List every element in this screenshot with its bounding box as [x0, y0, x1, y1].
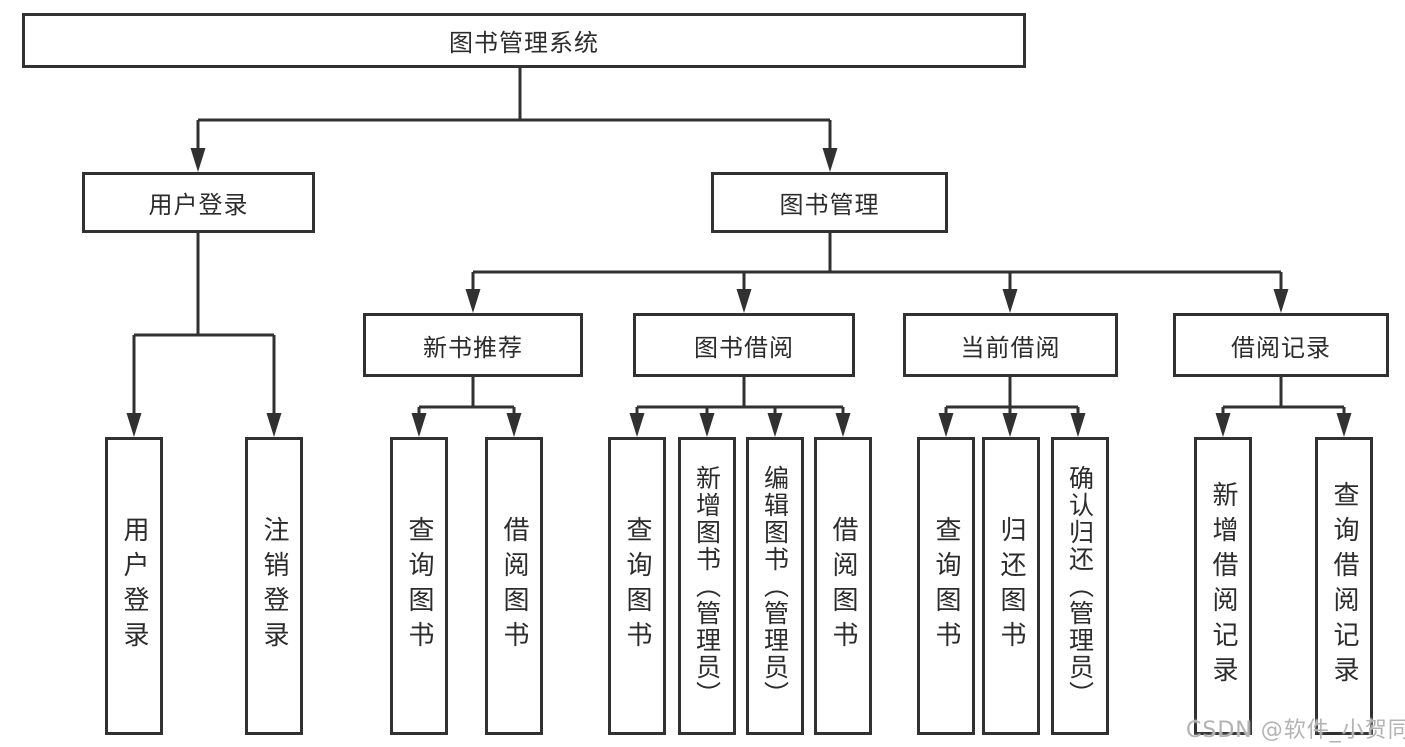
leaf-edit-book-admin-label: 编辑图书（管理员） [760, 464, 790, 708]
node-current-borrowing-label: 当前借阅 [960, 333, 1061, 362]
leaf-logout: 注销登录 [245, 437, 303, 735]
leaf-borrow-books-recommend-label: 借阅图书 [499, 516, 529, 656]
csdn-watermark: CSDN @软件_小贺同学 [1186, 718, 1405, 743]
node-user-login: 用户登录 [82, 172, 315, 233]
leaf-query-books-recommend-label: 查询图书 [404, 516, 434, 656]
leaf-confirm-return-admin-label: 确认归还（管理员） [1065, 464, 1095, 708]
node-user-login-label: 用户登录 [148, 191, 249, 219]
node-book-management-label: 图书管理 [779, 191, 880, 219]
node-library-system-label: 图书管理系统 [449, 29, 599, 57]
leaf-query-borrow-record: 查询借阅记录 [1315, 437, 1373, 735]
node-new-book-recommend-label: 新书推荐 [423, 333, 523, 362]
node-new-book-recommend: 新书推荐 [363, 313, 583, 377]
leaf-query-books-current: 查询图书 [917, 437, 975, 735]
arrowhead-icons [126, 148, 1352, 437]
leaf-query-books-current-label: 查询图书 [931, 516, 961, 656]
node-borrowing-records: 借阅记录 [1173, 313, 1389, 377]
leaf-add-book-admin-label: 新增图书（管理员） [692, 464, 722, 708]
leaf-query-books-recommend: 查询图书 [390, 437, 448, 735]
leaf-user-login-label: 用户登录 [119, 516, 149, 656]
leaf-edit-book-admin: 编辑图书（管理员） [746, 437, 804, 735]
leaf-confirm-return-admin: 确认归还（管理员） [1051, 437, 1109, 735]
leaf-user-login: 用户登录 [105, 437, 163, 735]
leaf-logout-label: 注销登录 [259, 516, 289, 656]
leaf-query-borrow-record-label: 查询借阅记录 [1329, 481, 1359, 691]
leaf-return-book: 归还图书 [982, 437, 1040, 735]
leaf-add-borrow-record-label: 新增借阅记录 [1208, 481, 1238, 691]
node-book-management: 图书管理 [711, 172, 948, 233]
leaf-query-books-borrowing-label: 查询图书 [622, 516, 652, 656]
leaf-add-book-admin: 新增图书（管理员） [678, 437, 736, 735]
node-book-borrowing-label: 图书借阅 [694, 333, 794, 362]
node-current-borrowing: 当前借阅 [903, 313, 1118, 377]
leaf-query-books-borrowing: 查询图书 [608, 437, 666, 735]
leaf-add-borrow-record: 新增借阅记录 [1194, 437, 1252, 735]
leaf-borrow-books-borrowing-label: 借阅图书 [828, 516, 858, 656]
node-book-borrowing: 图书借阅 [633, 313, 855, 377]
leaf-return-book-label: 归还图书 [996, 516, 1026, 656]
leaf-borrow-books-borrowing: 借阅图书 [814, 437, 872, 735]
node-library-system: 图书管理系统 [22, 13, 1026, 68]
leaf-borrow-books-recommend: 借阅图书 [485, 437, 543, 735]
node-borrowing-records-label: 借阅记录 [1231, 333, 1331, 362]
